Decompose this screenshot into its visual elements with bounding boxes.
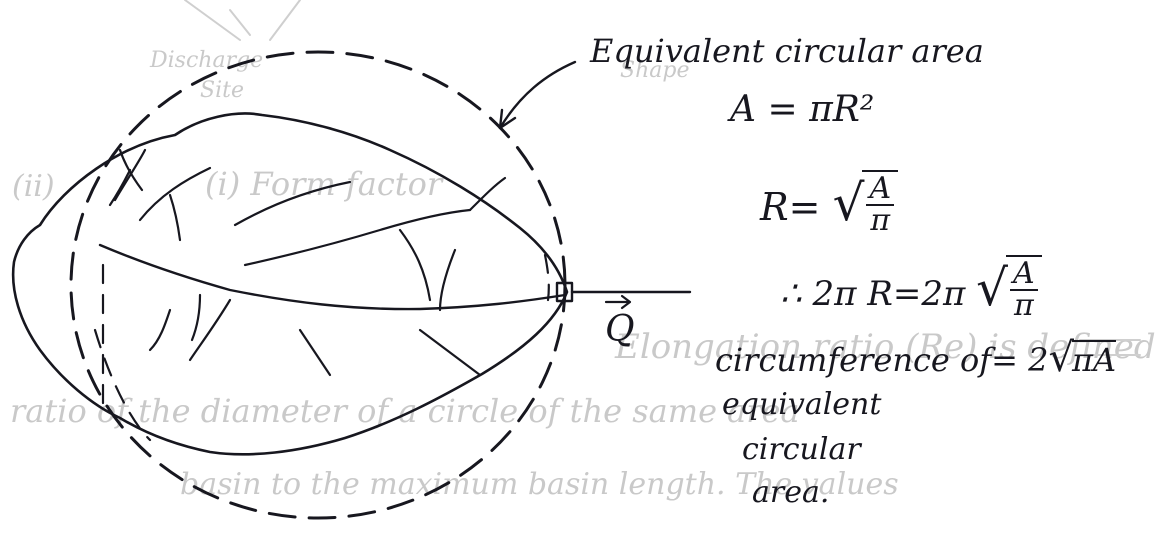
equivalent-text: equivalent — [722, 387, 882, 422]
bleed-text-misc4: (ii) — [12, 169, 55, 204]
pointer-arrow — [498, 60, 577, 130]
equivalent-circle — [69, 50, 567, 520]
bleed-text-misc5: Shape — [620, 58, 690, 83]
circular-text: circular — [742, 432, 861, 467]
area-text: area. — [752, 475, 830, 510]
equivalent-area-label: Equivalent circular area — [590, 32, 984, 70]
watershed-boundary — [11, 112, 569, 456]
bleed-text-line2: ratio of the diameter of a circle of the… — [10, 392, 800, 430]
bleed-text-line3: basin to the maximum basin length. The v… — [180, 467, 899, 502]
main-stream — [98, 243, 567, 311]
bleed-text-misc2: Site — [200, 78, 244, 103]
equation-area: A = πR² — [730, 89, 875, 130]
equation-circumference-result: circumference of= 2√πA — [715, 335, 1117, 381]
bleed-text-line1: Elongation ratio (Re) is defined — [615, 327, 1156, 367]
flow-label: Q — [605, 309, 635, 350]
bleed-text-misc3: (i) Form factor — [205, 165, 443, 203]
flow-arrow-icon — [604, 294, 632, 310]
